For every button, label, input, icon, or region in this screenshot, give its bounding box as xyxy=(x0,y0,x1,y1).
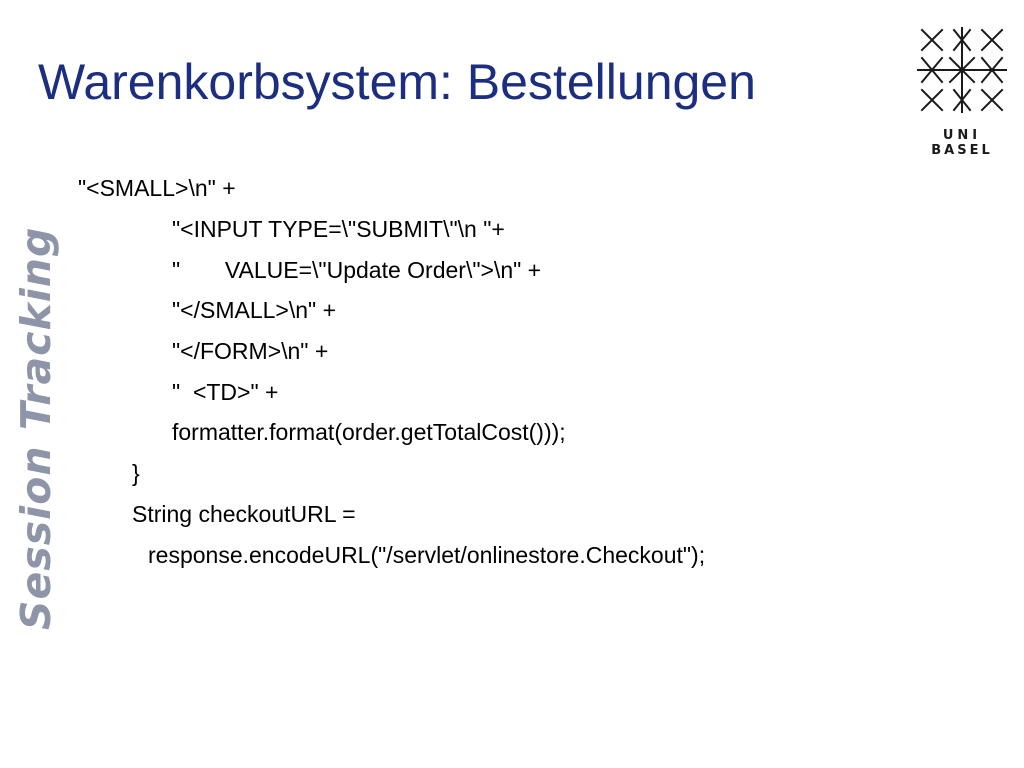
code-line: "</FORM>\n" + xyxy=(172,338,329,364)
code-line: "<INPUT TYPE=\"SUBMIT\"\n "+ xyxy=(172,216,505,242)
code-line: "<SMALL>\n" + xyxy=(78,175,236,201)
slide-title: Warenkorbsystem: Bestellungen xyxy=(38,54,756,110)
logo-text-uni: UNI xyxy=(943,128,981,143)
code-line: "</SMALL>\n" + xyxy=(172,297,337,323)
code-line: } xyxy=(132,460,140,486)
code-line: " <TD>" + xyxy=(172,379,279,405)
side-label: Session Tracking xyxy=(12,226,60,630)
code-line: String checkoutURL = xyxy=(132,501,356,527)
code-line: response.encodeURL("/servlet/onlinestore… xyxy=(148,542,706,568)
logo-text-basel: BASEL xyxy=(931,143,993,158)
university-logo: UNI BASEL xyxy=(914,26,1010,158)
code-line: formatter.format(order.getTotalCost())); xyxy=(172,419,566,445)
uni-basel-logo-icon: UNI BASEL xyxy=(917,27,1007,158)
code-line: " VALUE=\"Update Order\">\n" + xyxy=(172,257,542,283)
